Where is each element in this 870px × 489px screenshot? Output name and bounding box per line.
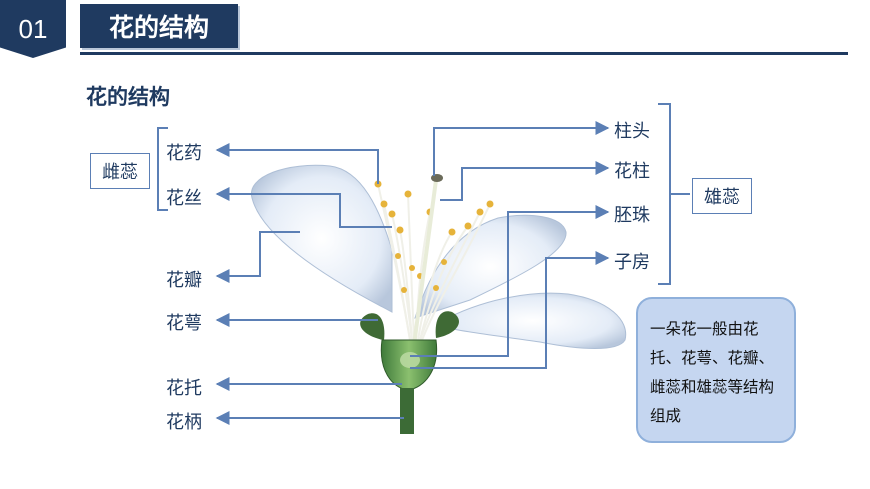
- leader-lines-left: [215, 143, 404, 425]
- label-filament: 花丝: [166, 188, 202, 209]
- label-petal: 花瓣: [166, 270, 202, 291]
- sepal-right: [435, 311, 459, 338]
- label-pedicel: 花柄: [166, 412, 202, 433]
- page-subtitle: 花的结构: [86, 85, 170, 109]
- section-title: 花的结构: [80, 4, 238, 48]
- section-number-badge: 01: [0, 0, 66, 58]
- label-style: 花柱: [614, 161, 650, 182]
- pistil-stigma: [431, 174, 443, 182]
- sepal-left: [360, 313, 385, 340]
- leader-lines-right: [410, 121, 610, 369]
- label-ovary: 子房: [614, 252, 650, 273]
- label-receptacle: 花托: [166, 378, 202, 399]
- header-divider: [80, 52, 848, 55]
- ovary-shape: [400, 352, 420, 368]
- label-ovule: 胚珠: [614, 205, 650, 226]
- summary-note: 一朵花一般由花托、花萼、花瓣、雌蕊和雄蕊等结构组成: [636, 297, 796, 443]
- label-sepal: 花萼: [166, 313, 202, 334]
- pedicel-shape: [400, 388, 414, 434]
- group-label-left: 雌蕊: [90, 153, 150, 189]
- flower-petals: [251, 164, 627, 349]
- bracket-right: [658, 103, 671, 285]
- group-label-right: 雄蕊: [692, 178, 752, 214]
- label-anther: 花药: [166, 143, 202, 164]
- pistil-style: [412, 179, 438, 346]
- bracket-left: [157, 127, 168, 211]
- label-stigma: 柱头: [614, 121, 650, 142]
